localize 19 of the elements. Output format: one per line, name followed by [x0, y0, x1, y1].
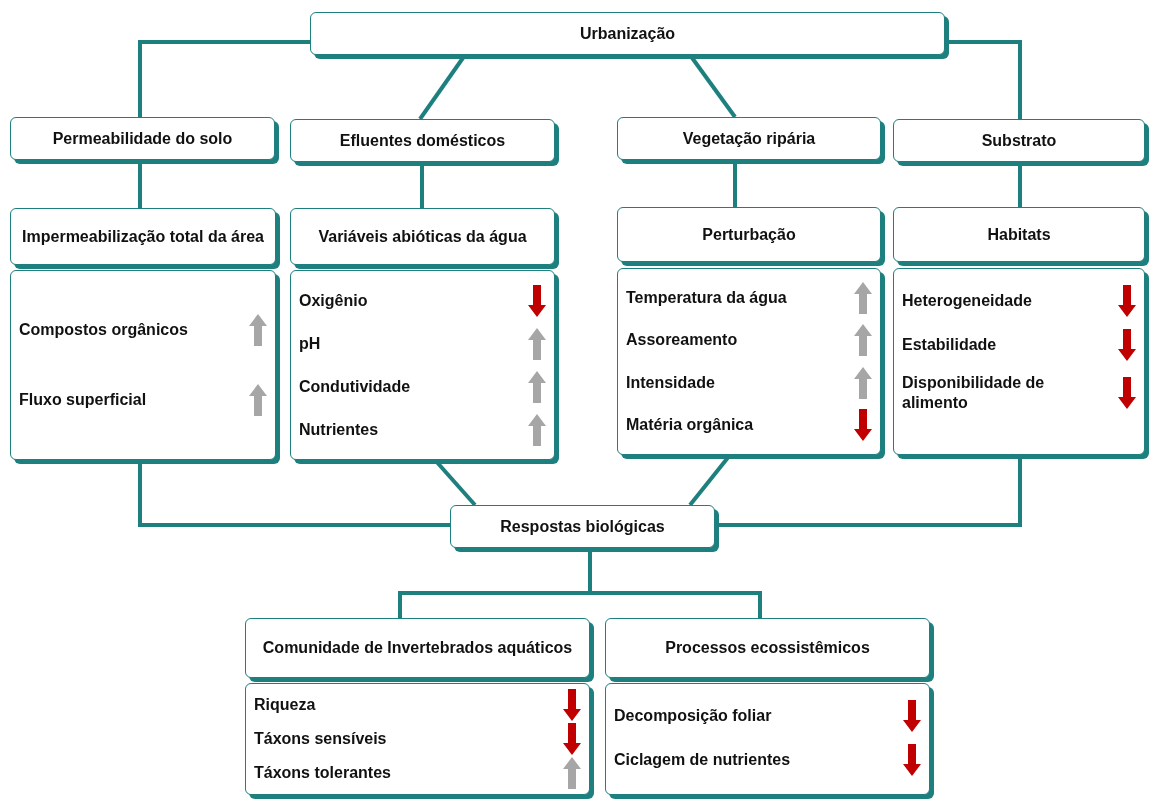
indicator-text: pH	[299, 333, 321, 354]
indicator-text: Compostos orgânicos	[19, 320, 188, 340]
indicator-text: Ciclagem de nutrientes	[614, 750, 791, 770]
indicator-text: Matéria orgânica	[626, 414, 754, 435]
indicator-text: Heterogeneidade	[902, 291, 1032, 311]
indicator-text: Nutrientes	[299, 419, 379, 440]
indicator-text: Temperatura da água	[626, 288, 787, 309]
indicator-text: Oxigênio	[299, 290, 368, 311]
indicator-text: Táxons tolerantes	[254, 763, 391, 783]
connector-line	[138, 40, 310, 117]
indicator-text: Disponibilidade de alimento	[902, 373, 1046, 413]
indicator-text: Riqueza	[254, 695, 316, 715]
indicator-text: Assoreamento	[626, 330, 738, 351]
indicator-text: Condutividade	[299, 376, 411, 397]
indicator-text: Táxons sensíveis	[254, 729, 387, 749]
indicator-text: Intensidade	[626, 372, 715, 393]
indicator-text: Decomposição foliar	[614, 706, 772, 726]
indicator-text: Estabilidade	[902, 335, 997, 355]
indicator-text: Fluxo superficial	[19, 390, 147, 410]
